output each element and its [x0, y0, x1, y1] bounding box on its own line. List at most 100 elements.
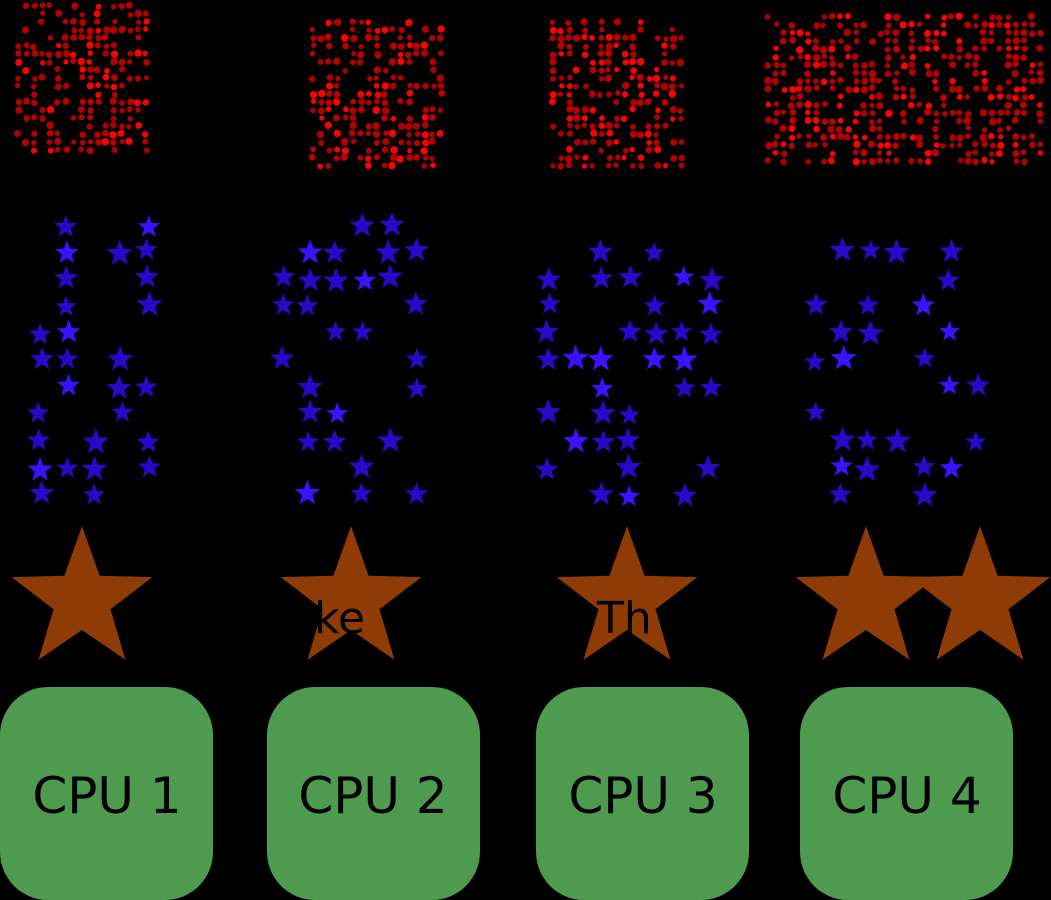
process-dot — [110, 121, 117, 129]
process-dot — [909, 53, 916, 61]
process-dot — [557, 35, 565, 43]
process-dot — [780, 29, 787, 36]
process-dot — [40, 10, 46, 16]
process-dot — [557, 130, 564, 137]
process-dot — [613, 33, 621, 42]
process-dot — [861, 69, 868, 76]
process-dot — [1020, 54, 1027, 61]
process-dot — [388, 129, 397, 138]
process-dot — [836, 102, 843, 109]
process-dot — [804, 53, 811, 61]
process-dot — [598, 76, 605, 82]
user-thread-star — [81, 455, 108, 481]
process-dot — [939, 94, 948, 102]
process-dot — [86, 41, 94, 49]
process-dot — [893, 85, 900, 92]
user-thread-star — [590, 399, 616, 425]
process-dot — [87, 107, 94, 114]
process-dot — [79, 131, 87, 139]
process-dot — [110, 4, 117, 10]
process-dot — [853, 86, 860, 93]
process-dot — [830, 70, 836, 76]
process-dot — [136, 19, 142, 25]
process-dot — [46, 59, 53, 66]
process-dot — [996, 21, 1003, 28]
process-dot — [572, 106, 580, 114]
process-dot — [868, 69, 877, 78]
process-dot — [406, 140, 412, 146]
process-dot — [389, 153, 398, 162]
process-dot — [678, 35, 684, 41]
process-dot — [771, 77, 779, 85]
process-dot — [861, 77, 869, 85]
process-dot — [326, 147, 333, 154]
process-dot — [828, 45, 836, 53]
process-dot — [924, 149, 932, 157]
process-dot — [420, 147, 428, 155]
process-dot — [54, 137, 62, 145]
process-dot — [109, 97, 118, 105]
process-dot — [956, 142, 963, 148]
process-dot — [955, 85, 963, 94]
user-thread-star — [914, 347, 936, 368]
kernel-thread-star-icon — [280, 526, 422, 660]
process-dot — [437, 107, 444, 114]
process-dot — [646, 140, 652, 146]
process-dot — [309, 91, 318, 99]
process-dot — [550, 163, 556, 169]
process-dot — [589, 107, 597, 114]
process-dot — [70, 57, 77, 65]
process-dot — [1037, 29, 1045, 37]
process-dot — [71, 2, 79, 10]
process-dot — [558, 155, 565, 161]
process-dot — [843, 28, 851, 37]
user-thread-star — [27, 428, 51, 451]
process-dot — [381, 26, 389, 34]
process-dot — [645, 123, 652, 130]
process-dot — [340, 153, 348, 161]
process-dot — [54, 66, 61, 72]
process-dot — [956, 134, 964, 142]
process-dot — [852, 158, 860, 166]
process-dot — [988, 151, 995, 157]
process-dot — [853, 140, 861, 148]
user-thread-star — [56, 456, 79, 478]
process-dot — [973, 85, 980, 92]
user-thread-star — [54, 265, 79, 289]
process-dot — [110, 115, 117, 122]
process-dot — [126, 123, 132, 130]
process-dot — [644, 130, 652, 138]
process-dot — [1012, 149, 1020, 158]
process-dot — [996, 45, 1003, 52]
process-dot — [46, 139, 53, 146]
process-dot — [110, 50, 119, 58]
kernel-thread-star-icon — [556, 526, 698, 660]
process-dot — [54, 83, 62, 91]
process-dot — [972, 45, 979, 52]
process-dot — [829, 55, 835, 61]
user-thread-star — [590, 377, 614, 399]
user-thread-star — [406, 347, 428, 369]
process-dot — [62, 97, 70, 105]
user-thread-star — [618, 403, 641, 425]
process-dot — [764, 157, 772, 164]
process-dot — [1019, 101, 1027, 109]
process-dot — [933, 133, 939, 140]
user-thread-star — [615, 453, 642, 479]
cpu-1: CPU 1 — [0, 687, 213, 900]
process-dot — [893, 133, 901, 141]
process-dot — [606, 155, 613, 162]
process-dot — [869, 38, 877, 46]
process-dot — [102, 73, 110, 81]
process-dot — [1006, 45, 1012, 52]
process-dot — [572, 66, 580, 74]
process-dot — [964, 21, 972, 29]
user-thread-star — [673, 376, 696, 398]
process-dot — [325, 163, 332, 169]
process-dot — [813, 61, 821, 69]
process-dot — [941, 102, 947, 109]
kernel-thread-stars-layer — [11, 526, 1051, 660]
process-dot — [771, 140, 779, 148]
process-dot — [884, 13, 892, 21]
process-dot — [356, 59, 364, 66]
